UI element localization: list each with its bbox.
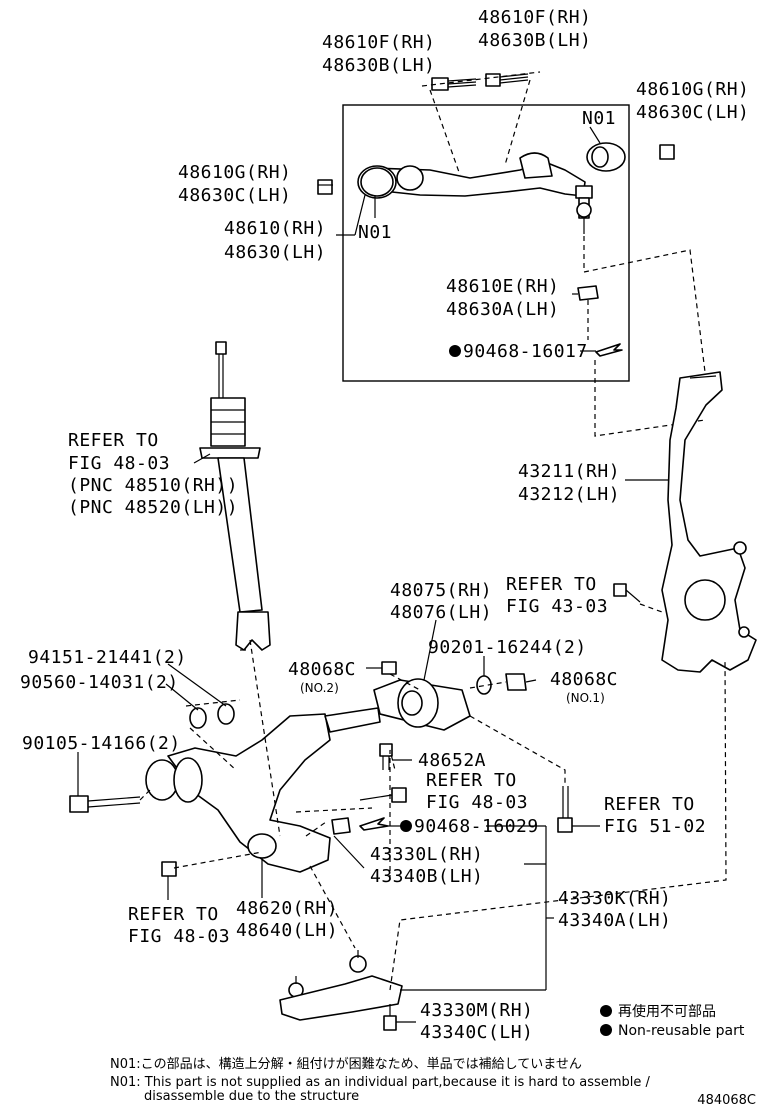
- bolt-48652a-icon: [379, 743, 393, 770]
- label-48610e-rh: 48610E(RH): [446, 276, 559, 297]
- label-90468-16029: 90468-16029: [414, 816, 539, 837]
- nut-48610e-icon: [577, 285, 599, 301]
- note-en-line1: N01: This part is not supplied as an ind…: [110, 1075, 650, 1090]
- bolt-51-02-icon: [557, 786, 573, 833]
- label-48652a: 48652A: [418, 750, 486, 771]
- lower-control-arm: [145, 707, 381, 873]
- label-48620-rh: 48620(RH): [236, 898, 338, 919]
- label-refer-48-03-low-2: FIG 48-03: [128, 926, 230, 947]
- bushing-n01-left: [360, 167, 394, 197]
- nut-lower-icon: [161, 861, 177, 877]
- label-43330m-lh: 43340C(LH): [420, 1022, 533, 1043]
- label-48610g-left-rh: 48610G(RH): [178, 162, 291, 183]
- figure-id: 484068C: [697, 1093, 756, 1108]
- label-48620-lh: 48640(LH): [236, 920, 338, 941]
- steering-knuckle: [661, 371, 757, 673]
- label-48610g-right-rh: 48610G(RH): [636, 79, 749, 100]
- nut-48068c-no1-icon: [505, 673, 527, 691]
- label-48610f-top-rh: 48610F(RH): [478, 7, 591, 28]
- label-48075-rh: 48075(RH): [390, 580, 492, 601]
- label-n01-right: N01: [582, 108, 616, 129]
- label-refer-51-02-2: FIG 51-02: [604, 816, 706, 837]
- label-refer-strut-4: (PNC 48520(LH)): [68, 497, 238, 518]
- ball-joint-43330m: [279, 950, 403, 1021]
- label-refer-strut-1: REFER TO: [68, 430, 159, 451]
- label-90105: 90105-14166(2): [22, 733, 181, 754]
- label-refer-48-03-mid-1: REFER TO: [426, 770, 517, 791]
- label-refer-strut-3: (PNC 48510(RH)): [68, 475, 238, 496]
- label-48610f-rh: 48610F(RH): [322, 32, 435, 53]
- label-48610-rh: 48610(RH): [224, 218, 326, 239]
- label-48610g-right-lh: 48630C(LH): [636, 102, 749, 123]
- bolt-mid-icon: [359, 787, 407, 803]
- label-43330k-rh: 43330K(RH): [558, 888, 671, 909]
- legend-dot-jp-icon: [600, 1005, 612, 1017]
- label-94151: 94151-21441(2): [28, 647, 187, 668]
- upper-control-arm: [357, 152, 593, 234]
- note-jp: N01:この部品は、構造上分解・組付けが困難なため、単品では補給していません: [110, 1056, 582, 1072]
- non-reusable-marker-2-icon: [400, 820, 412, 832]
- label-48068c-no1-sub: (NO.1): [566, 691, 605, 705]
- label-refer-43-03-2: FIG 43-03: [506, 596, 608, 617]
- label-43211-rh: 43211(RH): [518, 461, 620, 482]
- label-48075-lh: 48076(LH): [390, 602, 492, 623]
- lower-arm-bolt-90105-icon: [69, 795, 141, 813]
- label-90560: 90560-14031(2): [20, 672, 179, 693]
- washer-90560-icon: [189, 707, 207, 729]
- shock-absorber-strut: [199, 341, 271, 651]
- lower-arm-bushing-48075: [373, 678, 471, 731]
- knuckle-bolt-icon: [613, 583, 641, 603]
- label-refer-51-02-1: REFER TO: [604, 794, 695, 815]
- label-48610e-lh: 48630A(LH): [446, 299, 559, 320]
- label-90468-16017: 90468-16017: [463, 341, 588, 362]
- nut-48610g-right-icon: [659, 144, 675, 160]
- cotter-pin-icon: [595, 343, 623, 357]
- label-n01-left: N01: [358, 222, 392, 243]
- label-48068c-no2: 48068C: [288, 659, 356, 680]
- label-refer-43-03-1: REFER TO: [506, 574, 597, 595]
- label-90201: 90201-16244(2): [428, 637, 587, 658]
- label-refer-strut-2: FIG 48-03: [68, 453, 170, 474]
- label-48068c-no2-sub: (NO.2): [300, 681, 339, 695]
- bushing-n01-right: [586, 142, 626, 172]
- label-48610-lh: 48630(LH): [224, 242, 326, 263]
- nut-48068c-no2-icon: [381, 661, 397, 675]
- legend-dot-en-icon: [600, 1024, 612, 1036]
- washer-94151-icon: [217, 703, 235, 725]
- bolt-43330m-icon: [383, 1004, 397, 1031]
- legend-en: Non-reusable part: [618, 1023, 745, 1039]
- label-48068c-no1: 48068C: [550, 669, 618, 690]
- legend-jp: 再使用不可部品: [618, 1003, 716, 1020]
- label-43330k-lh: 43340A(LH): [558, 910, 671, 931]
- note-en-line2: disassemble due to the structure: [144, 1089, 359, 1104]
- nut-48610g-left-icon: [317, 179, 333, 195]
- label-refer-48-03-mid-2: FIG 48-03: [426, 792, 528, 813]
- cotter-pin-90468-16029-icon: [359, 817, 389, 831]
- label-43211-lh: 43212(LH): [518, 484, 620, 505]
- label-43330l-lh: 43340B(LH): [370, 866, 483, 887]
- nut-43330l-icon: [331, 817, 351, 835]
- label-48610f-top-lh: 48630B(LH): [478, 30, 591, 51]
- label-43330l-rh: 43330L(RH): [370, 844, 483, 865]
- upper-arm-assembly-box: [342, 104, 630, 382]
- label-refer-48-03-low-1: REFER TO: [128, 904, 219, 925]
- label-48610g-left-lh: 48630C(LH): [178, 185, 291, 206]
- label-43330m-rh: 43330M(RH): [420, 1000, 533, 1021]
- label-48610f-lh: 48630B(LH): [322, 55, 435, 76]
- non-reusable-marker-icon: [449, 345, 461, 357]
